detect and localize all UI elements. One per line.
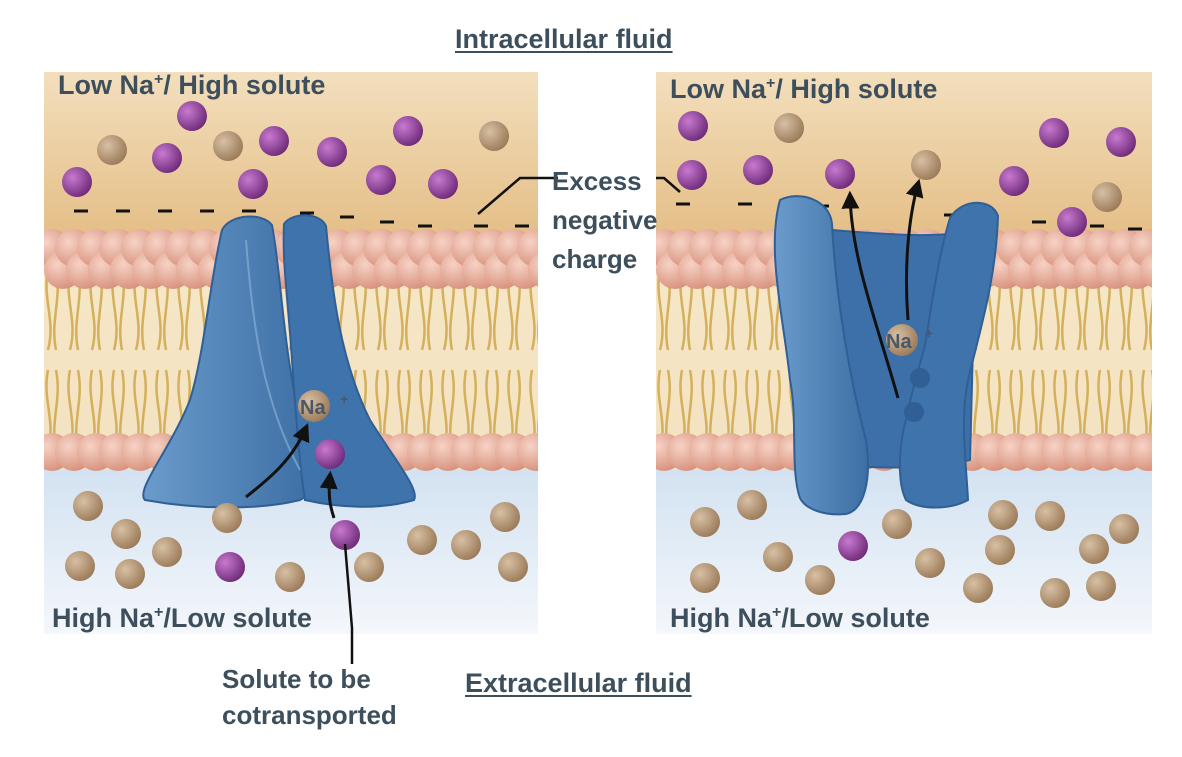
sodium-ion (915, 548, 945, 578)
svg-text:+: + (925, 325, 933, 341)
solute-molecule (393, 116, 423, 146)
solute-molecule (330, 520, 360, 550)
sodium-ion (1035, 501, 1065, 531)
excess-charge-callout: Excess negative charge (552, 166, 658, 274)
solute-molecule (238, 169, 268, 199)
solute-entry-arrow (319, 470, 338, 519)
solute-molecule (428, 169, 458, 199)
solute-leader (343, 543, 354, 664)
sodium-ion (763, 542, 793, 572)
sodium-ion (1109, 514, 1139, 544)
sodium-ion (988, 500, 1018, 530)
solute-molecule (999, 166, 1029, 196)
sodium-ion (963, 573, 993, 603)
solute-molecule (62, 167, 92, 197)
sodium-label: Na (300, 397, 326, 419)
sodium-ion (73, 491, 103, 521)
svg-text:+: + (340, 391, 348, 407)
phospholipid-head (528, 253, 538, 287)
solute-molecule (677, 160, 707, 190)
sodium-ion (737, 490, 767, 520)
excess-charge-leader-right (656, 176, 681, 193)
right-top-label: Low Na+/ High solute (670, 74, 938, 104)
sodium-ion (1040, 578, 1070, 608)
sodium-ion (882, 509, 912, 539)
sodium-ion (911, 150, 941, 180)
left-panel: Na + (44, 72, 538, 634)
left-bottom-label: High Na+/Low solute (52, 603, 312, 633)
lipid-tail (537, 316, 538, 346)
sodium-ion (690, 507, 720, 537)
sodium-label: Na (886, 331, 912, 353)
excess-charge-leader-left (477, 176, 558, 215)
sodium-ion (490, 502, 520, 532)
solute-molecule (1039, 118, 1069, 148)
sodium-ion (212, 503, 242, 533)
sodium-ion (97, 135, 127, 165)
left-particles (62, 101, 528, 592)
extracellular-title: Extracellular fluid (465, 668, 692, 698)
lipid-tail (537, 416, 538, 446)
lipid-tail (1149, 268, 1152, 351)
sodium-ion (407, 525, 437, 555)
solute-molecule (366, 165, 396, 195)
solute-release-arrow (841, 190, 900, 399)
sodium-ion (65, 551, 95, 581)
solute-molecule (215, 552, 245, 582)
sodium-ion-bound: Na + (298, 390, 348, 422)
solute-molecule (177, 101, 207, 131)
solute-molecule (1106, 127, 1136, 157)
sodium-ion (1086, 571, 1116, 601)
phospholipid-head (1129, 433, 1152, 471)
right-panel: Na + (656, 72, 1152, 634)
sodium-entry-arrow (245, 423, 310, 499)
sodium-ion (1079, 534, 1109, 564)
solute-callout: Solute to be cotransported (222, 664, 397, 730)
sodium-ion (498, 552, 528, 582)
solute-molecule (152, 143, 182, 173)
sodium-ion (111, 519, 141, 549)
phospholipid-head (517, 433, 538, 471)
solute-molecule (1057, 207, 1087, 237)
solute-bound (315, 439, 345, 469)
solute-molecule (678, 111, 708, 141)
sodium-ion (479, 121, 509, 151)
sodium-ion (213, 131, 243, 161)
sodium-ion (115, 559, 145, 589)
sodium-ion (1092, 182, 1122, 212)
solute-molecule (838, 531, 868, 561)
sodium-ion-bound: Na + (886, 324, 933, 356)
solute-molecule (317, 137, 347, 167)
sodium-ion (451, 530, 481, 560)
left-top-label: Low Na+/ High solute (58, 70, 326, 100)
phospholipid-head (1140, 252, 1152, 288)
sodium-ion (805, 565, 835, 595)
sodium-ion (354, 552, 384, 582)
sodium-ion (152, 537, 182, 567)
negative-charge-dashes (74, 209, 529, 228)
solute-molecule (825, 159, 855, 189)
intracellular-title: Intracellular fluid (455, 24, 673, 54)
solute-molecule (743, 155, 773, 185)
solute-molecule (259, 126, 289, 156)
right-bottom-label: High Na+/Low solute (670, 603, 930, 633)
cotransporter-protein-closed (142, 214, 416, 509)
sodium-ion (690, 563, 720, 593)
sodium-ion (774, 113, 804, 143)
sodium-release-arrow (904, 178, 924, 321)
sodium-ion (985, 535, 1015, 565)
cotransporter-protein-open (773, 195, 1000, 516)
right-particles (677, 111, 1139, 608)
sodium-ion (275, 562, 305, 592)
